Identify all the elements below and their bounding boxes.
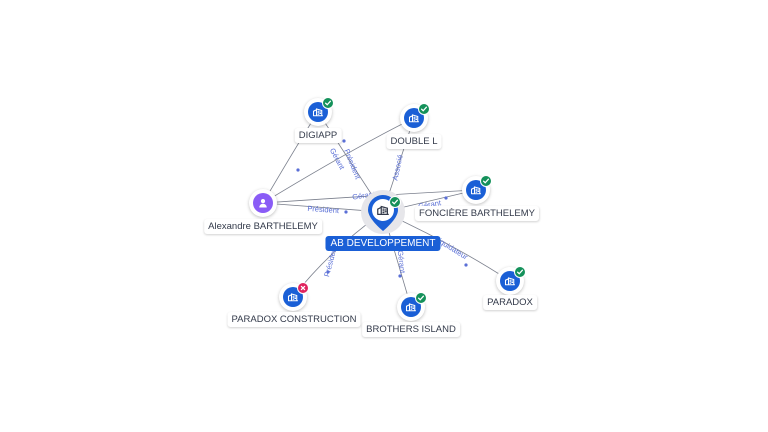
edge-arrow <box>342 139 346 143</box>
node-label[interactable]: PARADOX <box>483 295 537 310</box>
edge-label: Associé <box>390 154 404 182</box>
edge-arrow <box>344 210 348 214</box>
edge-arrow <box>326 270 330 274</box>
node-label[interactable]: PARADOX CONSTRUCTION <box>227 312 361 327</box>
edge-arrow <box>444 196 448 200</box>
edge-label: Gérant <box>396 250 407 275</box>
node-label[interactable]: Alexandre BARTHELEMY <box>204 219 322 234</box>
active-status-icon <box>415 292 427 304</box>
active-status-icon <box>418 103 430 115</box>
edge-arrow <box>296 168 300 172</box>
active-status-icon <box>322 97 334 109</box>
edge-label: Président <box>307 204 340 215</box>
node-label[interactable]: DIGIAPP <box>294 128 342 143</box>
node-label[interactable]: FONCIÈRE BARTHELEMY <box>415 206 539 221</box>
person-icon <box>253 193 273 213</box>
active-status-icon <box>480 175 492 187</box>
active-status-icon <box>514 266 526 278</box>
edge-line <box>262 117 415 204</box>
closed-status-icon <box>297 282 309 294</box>
edge-line <box>262 111 319 204</box>
node-label[interactable]: DOUBLE L <box>386 134 442 149</box>
company-icon <box>376 203 390 222</box>
node-label[interactable]: BROTHERS ISLAND <box>362 322 460 337</box>
active-status-icon <box>389 196 401 208</box>
center-node-label[interactable]: AB DEVELOPPEMENT <box>325 236 441 251</box>
edge-arrow <box>398 274 402 278</box>
edge-arrow <box>464 263 468 267</box>
